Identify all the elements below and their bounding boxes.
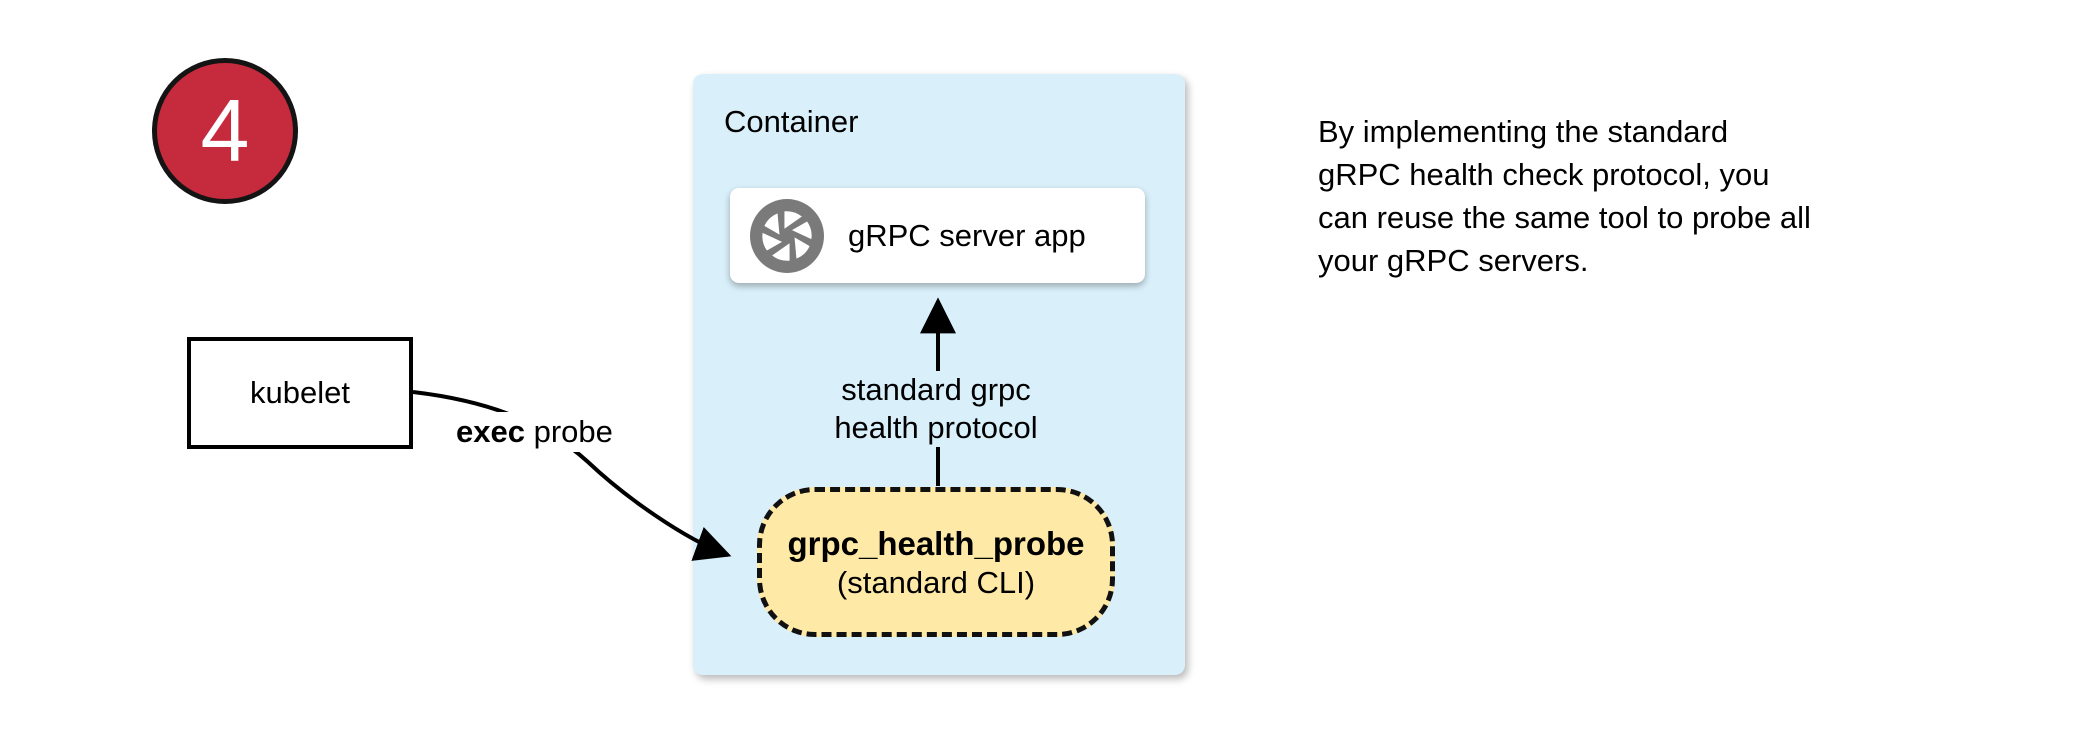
grpc-health-probe-type: (standard CLI)	[836, 564, 1036, 600]
side-note-line: your gRPC servers.	[1318, 243, 1589, 278]
step-number: 4	[200, 81, 250, 180]
side-note: By implementing the standard gRPC health…	[1318, 110, 1838, 282]
health-protocol-label-line1: standard grpc	[841, 372, 1031, 407]
health-protocol-label-line2: health protocol	[834, 410, 1038, 445]
side-note-line: gRPC health check protocol, you	[1318, 157, 1770, 192]
side-note-line: can reuse the same tool to probe all	[1318, 200, 1811, 235]
health-protocol-label: standard grpc health protocol	[818, 371, 1054, 447]
exec-probe-label-bold: exec	[456, 414, 525, 449]
kubelet-label: kubelet	[250, 375, 350, 410]
exec-probe-label-rest: probe	[524, 414, 613, 449]
kubelet-node: kubelet	[187, 337, 413, 449]
side-note-line: By implementing the standard	[1318, 114, 1729, 149]
grpc-server-label: gRPC server app	[848, 217, 1086, 253]
step-badge: 4	[152, 58, 298, 204]
exec-probe-label: exec probe	[450, 412, 619, 452]
grpc-server-node: gRPC server app	[730, 188, 1145, 283]
container-title: Container	[724, 104, 859, 139]
grpc-health-probe-node: grpc_health_probe (standard CLI)	[757, 487, 1115, 637]
grpc-health-probe-name: grpc_health_probe	[787, 524, 1085, 562]
aperture-icon	[750, 198, 824, 273]
